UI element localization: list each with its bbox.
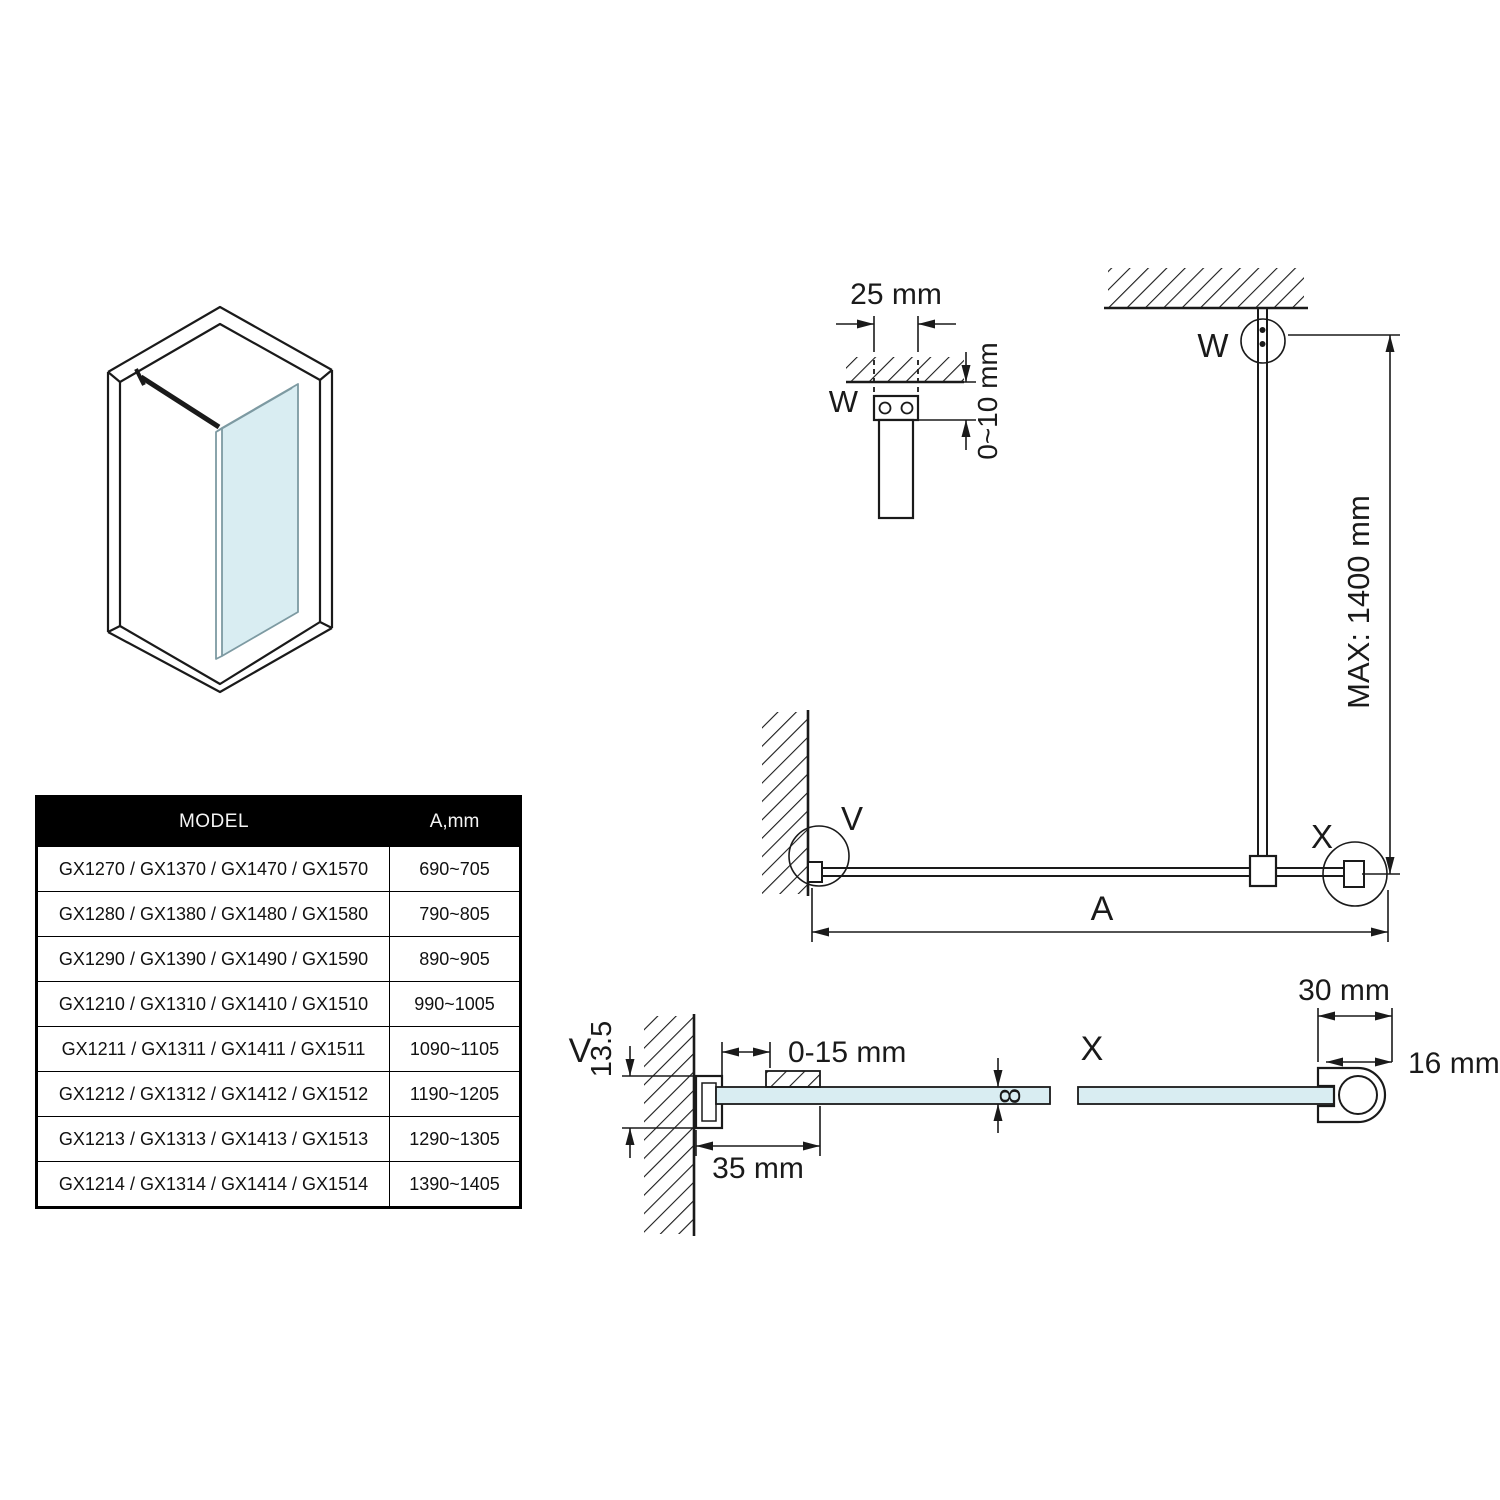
a-mm-cell: 1290~1305 bbox=[409, 1128, 500, 1149]
a-mm-cell: 1390~1405 bbox=[409, 1173, 500, 1194]
frame-top-outer bbox=[107, 305, 333, 373]
ceiling-hatch bbox=[846, 357, 964, 382]
elevation-w-label: W bbox=[1197, 327, 1229, 364]
wall-hatch bbox=[644, 1016, 694, 1234]
support-bar bbox=[139, 374, 221, 430]
wall-hatch-band bbox=[762, 712, 808, 894]
a-mm-cell: 1090~1105 bbox=[409, 1038, 500, 1059]
frame-bottom-inner bbox=[119, 621, 321, 686]
a-mm-cell: 690~705 bbox=[419, 858, 490, 879]
dim-16mm-label: 16 mm bbox=[1408, 1047, 1500, 1080]
clamp-block bbox=[765, 1070, 821, 1088]
elevation-v-label: V bbox=[841, 800, 863, 837]
a-mm-column-header: A,mm bbox=[429, 811, 480, 832]
model-cell: GX1214 / GX1314 / GX1414 / GX1514 bbox=[38, 1162, 390, 1206]
outer-profile-end bbox=[1343, 860, 1365, 888]
a-mm-cell: 890~905 bbox=[419, 948, 490, 969]
model-cell: GX1270 / GX1370 / GX1470 / GX1570 bbox=[38, 847, 390, 891]
a-mm-cell: 1190~1205 bbox=[409, 1083, 500, 1104]
model-cell: GX1210 / GX1310 / GX1410 / GX1510 bbox=[38, 982, 390, 1026]
glass-section bbox=[715, 1086, 1051, 1105]
bracket-screw-right bbox=[900, 401, 914, 415]
dim-010-ext-lines bbox=[918, 381, 976, 421]
table-row: GX1211 / GX1311 / GX1411 / GX1511 1090~1… bbox=[38, 1026, 519, 1071]
table-row: GX1213 / GX1313 / GX1413 / GX1513 1290~1… bbox=[38, 1116, 519, 1161]
callout-circle-w bbox=[1240, 318, 1286, 364]
model-cell: GX1212 / GX1312 / GX1412 / GX1512 bbox=[38, 1072, 390, 1116]
a-mm-cell: 990~1005 bbox=[414, 993, 495, 1014]
table-row: GX1270 / GX1370 / GX1470 / GX1570 690~70… bbox=[38, 846, 519, 891]
support-bar-wall-mount bbox=[134, 368, 146, 386]
frame-left-edge bbox=[106, 372, 122, 632]
bar-glass-clamp bbox=[1248, 854, 1278, 888]
bracket-screw-left bbox=[878, 401, 892, 415]
model-table: MODEL A,mm GX1270 / GX1370 / GX1470 / GX… bbox=[35, 795, 522, 1209]
frame-bottom-outer bbox=[107, 627, 333, 694]
round-bar-section bbox=[1338, 1075, 1378, 1115]
dim-25mm-label: 25 mm bbox=[850, 278, 942, 311]
ceiling-hatch-band bbox=[1108, 268, 1304, 308]
bar-screw-top bbox=[1259, 327, 1266, 333]
dim-0-10mm-label: 0~10 mm bbox=[972, 342, 1003, 460]
support-bar-lines bbox=[1257, 308, 1268, 856]
frame-top-caps bbox=[107, 369, 333, 383]
model-cell: GX1280 / GX1380 / GX1480 / GX1580 bbox=[38, 892, 390, 936]
bar-screw-bottom bbox=[1259, 341, 1266, 347]
isometric-shower-view bbox=[106, 305, 334, 694]
detail-x-section bbox=[1077, 1008, 1393, 1124]
wall-profile-end bbox=[807, 861, 823, 883]
table-row: GX1214 / GX1314 / GX1414 / GX1514 1390~1… bbox=[38, 1161, 519, 1206]
dim-a-label: A bbox=[1091, 890, 1114, 928]
support-bar-section bbox=[877, 418, 915, 520]
table-row: GX1290 / GX1390 / GX1490 / GX1590 890~90… bbox=[38, 936, 519, 981]
a-mm-cell: 790~805 bbox=[419, 903, 490, 924]
detail-v-label: V bbox=[569, 1032, 592, 1070]
dim-max-1400-label: MAX: 1400 mm bbox=[1341, 495, 1376, 709]
frame-bottom-caps bbox=[107, 621, 333, 633]
model-column-header: MODEL bbox=[178, 811, 250, 832]
dim-13-5-label: 13.5 bbox=[586, 1021, 618, 1077]
detail-w-section bbox=[836, 316, 976, 520]
end-profile-body bbox=[1316, 1066, 1387, 1124]
detail-x-label: X bbox=[1081, 1030, 1104, 1068]
frame-right-edge bbox=[318, 370, 334, 628]
glass-panel bbox=[221, 383, 299, 657]
glass-panel-thickness bbox=[215, 387, 293, 660]
dim-max-ext-lines bbox=[1288, 334, 1400, 875]
table-row: GX1210 / GX1310 / GX1410 / GX1510 990~10… bbox=[38, 981, 519, 1026]
elevation-view bbox=[762, 268, 1400, 942]
dim-25-ext-lines bbox=[873, 316, 919, 352]
detail-w-label: W bbox=[829, 384, 859, 419]
dim-015-ext-lines bbox=[721, 1042, 771, 1076]
elevation-x-label: X bbox=[1311, 818, 1333, 855]
dim-8-label: 8 bbox=[995, 1088, 1027, 1104]
bracket-body bbox=[872, 394, 920, 422]
glass-section-x bbox=[1077, 1086, 1335, 1105]
detail-v-section bbox=[622, 1014, 1051, 1236]
dim-35mm-label: 35 mm bbox=[712, 1152, 804, 1185]
table-row: GX1212 / GX1312 / GX1412 / GX1512 1190~1… bbox=[38, 1071, 519, 1116]
frame-top-inner bbox=[119, 322, 321, 383]
callout-circle-v bbox=[788, 825, 850, 887]
model-cell: GX1290 / GX1390 / GX1490 / GX1590 bbox=[38, 937, 390, 981]
wall-profile-channel bbox=[701, 1082, 717, 1122]
model-cell: GX1211 / GX1311 / GX1411 / GX1511 bbox=[38, 1027, 390, 1071]
table-row: GX1280 / GX1380 / GX1480 / GX1580 790~80… bbox=[38, 891, 519, 936]
dim-30mm-label: 30 mm bbox=[1298, 974, 1390, 1007]
dim-0-15mm-label: 0-15 mm bbox=[788, 1036, 906, 1069]
model-table-header: MODEL A,mm bbox=[38, 798, 519, 846]
model-cell: GX1213 / GX1313 / GX1413 / GX1513 bbox=[38, 1117, 390, 1161]
